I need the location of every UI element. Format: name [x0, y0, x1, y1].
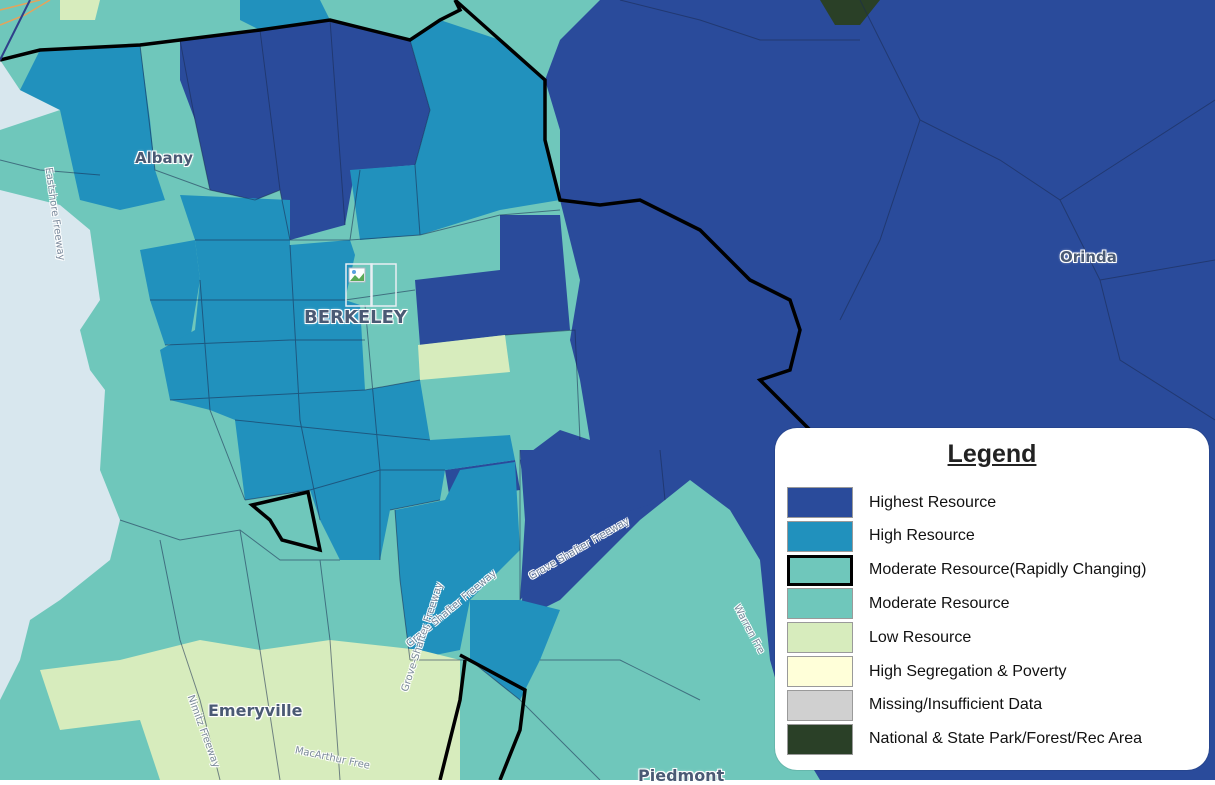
region-high-north [20, 45, 165, 210]
region-high-south2 [470, 600, 560, 700]
emeryville-label: Emeryville [208, 701, 303, 720]
region-highest-north [180, 20, 430, 240]
region-highest-rockridge [520, 450, 665, 600]
street-overlay-topleft [0, 0, 51, 26]
legend-swatch [787, 520, 853, 552]
legend-label: High Segregation & Poverty [869, 662, 1067, 680]
legend-label: Moderate Resource [869, 594, 1010, 612]
legend-label: National & State Park/Forest/Rec Area [869, 730, 1143, 748]
legend-swatch [787, 554, 853, 586]
legend-item-low-resource: Low Resource [787, 621, 971, 654]
orinda-label: Orinda [1060, 248, 1117, 266]
legend-swatch [787, 588, 853, 620]
legend-swatch [787, 622, 853, 654]
legend-item-highest-resource: Highest Resource [787, 486, 996, 519]
legend-title: Legend [947, 440, 1037, 468]
road-line-topleft [0, 0, 31, 61]
berkeley-label: BERKELEY [304, 307, 407, 328]
legend-item-national-state-park: National & State Park/Forest/Rec Area [787, 723, 1142, 756]
region-low-top [60, 0, 100, 20]
legend-label: High Resource [869, 527, 975, 545]
albany-label: Albany [135, 149, 194, 167]
region-high-west [140, 240, 200, 345]
legend-item-high-segregation-poverty: High Segregation & Poverty [787, 655, 1066, 688]
region-low-berkeley [418, 335, 510, 380]
legend-swatch [787, 689, 853, 721]
legend-swatch [787, 723, 853, 755]
bay-water-lower [0, 190, 120, 700]
legend-swatch [787, 487, 853, 518]
city-boundaries [0, 0, 822, 780]
region-high-central [160, 195, 515, 560]
legend-item-high-resource: High Resource [787, 520, 975, 553]
image-placeholder-icon[interactable] [345, 263, 397, 307]
region-high-northeast [350, 20, 560, 240]
legend-item-moderate-resource: Moderate Resource [787, 587, 1010, 620]
region-low-emeryville [40, 640, 460, 780]
legend-label: Low Resource [869, 628, 972, 646]
region-highest-central [415, 215, 570, 345]
piedmont-label: Piedmont [638, 766, 725, 785]
region-park [820, 0, 880, 25]
region-high-south [395, 462, 520, 660]
legend-label: Moderate Resource(Rapidly Changing) [869, 561, 1147, 579]
legend-label: Highest Resource [869, 493, 997, 511]
legend-item-moderate-resource-rapidly-changing: Moderate Resource(Rapidly Changing) [787, 554, 1146, 587]
legend-swatch [787, 656, 853, 687]
legend-label: Missing/Insufficient Data [869, 696, 1043, 714]
legend-item-missing-insufficient-data: Missing/Insufficient Data [787, 689, 1042, 722]
